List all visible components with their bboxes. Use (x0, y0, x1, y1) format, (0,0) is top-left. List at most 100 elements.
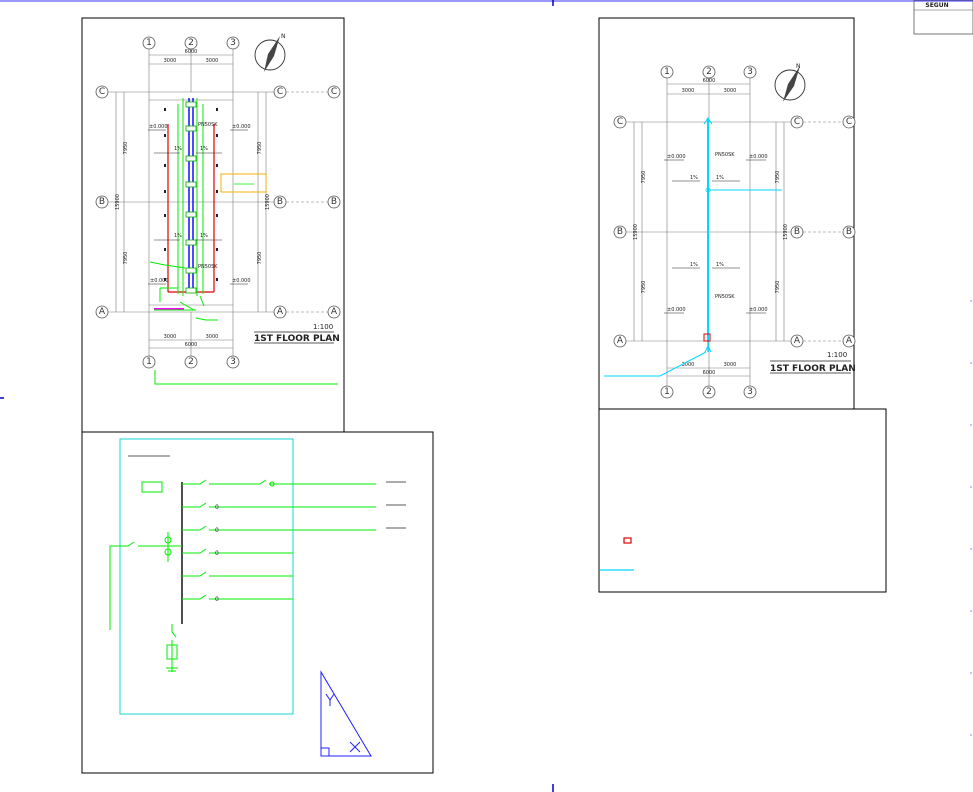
right-dim-top-1: 3000 (682, 88, 695, 94)
right-slope-3: 1% (690, 262, 698, 268)
right-axis-c-right: C (794, 117, 800, 127)
right-axis-1-top: 1 (664, 67, 670, 77)
left-dim-right-total: 15900 (265, 194, 271, 210)
left-dim-right-2: 7950 (257, 252, 263, 265)
right-axis-b-left: B (617, 227, 623, 237)
right-axis-c-far: C (846, 117, 852, 127)
right-pipe-label-2: PN50SK (715, 294, 735, 300)
right-dim-bottom-2: 3000 (724, 362, 737, 368)
left-axis-b-left: B (99, 197, 105, 207)
valve-mark-2: 0 (215, 527, 219, 534)
right-axis-3-top: 3 (747, 67, 753, 77)
left-plan-title: 1:100 1ST FLOOR PLAN (254, 323, 340, 344)
right-slope-2: 1% (716, 175, 724, 181)
left-col-axes-bottom: 1 2 3 (142, 355, 240, 369)
right-plan-scale: 1:100 (827, 351, 847, 359)
left-green-pipes (149, 98, 338, 385)
right-grid (626, 78, 843, 386)
right-dim-top-2: 3000 (724, 88, 737, 94)
right-axis-1-bottom: 1 (664, 387, 670, 397)
right-row-axes: C B A C B A C B A (613, 115, 856, 348)
left-axis-c-far: C (331, 87, 337, 97)
left-level-1: ±0.000 (149, 124, 168, 130)
valve-mark-3: 0 (215, 550, 219, 557)
right-axis-2-bottom: 2 (706, 387, 712, 397)
left-level-4: ±0.000 (232, 278, 251, 284)
right-axis-b-far: B (846, 227, 852, 237)
schematic-leader-marks (386, 481, 406, 529)
right-axis-b-right: B (794, 227, 800, 237)
right-cyan-pipe (604, 117, 782, 377)
left-dim-left-2: 7950 (123, 252, 129, 265)
left-schematic-sheet: 0 0 0 0 Y X (81, 431, 434, 774)
left-dim-left-1: 7950 (123, 142, 129, 155)
left-dim-bottom-1: 3000 (164, 334, 177, 340)
left-axis-1-bottom: 1 (146, 357, 152, 367)
right-annotations: ±0.000 ±0.000 ±0.000 ±0.000 1% 1% 1% 1% … (664, 152, 768, 314)
title-block: SEGUN (913, 0, 973, 35)
left-fittings (185, 101, 197, 294)
right-dim-top-total: 6000 (703, 78, 716, 84)
left-dim-bottom-total: 6000 (185, 342, 198, 348)
left-dim-top-1: 3000 (164, 58, 177, 64)
left-pipe-label-1: PN50SK (198, 122, 218, 128)
left-dim-bottom-2: 3000 (206, 334, 219, 340)
left-slope-3: 1% (174, 233, 182, 239)
left-dim-top-total: 6000 (185, 49, 198, 55)
right-dim-right-total: 15900 (783, 224, 789, 240)
right-red-marker (703, 333, 711, 342)
right-legend-sheet (598, 408, 887, 593)
left-axis-2-top: 2 (188, 38, 194, 48)
left-dim-left-total: 15900 (115, 194, 121, 210)
valve-mark-4: 0 (215, 596, 219, 603)
left-grid (108, 49, 328, 356)
left-axis-b-right: B (277, 197, 283, 207)
right-dim-text: 6000 3000 3000 3000 3000 6000 7950 7950 … (633, 78, 789, 376)
right-axis-a-far: A (846, 336, 853, 346)
left-pipe-label-2: PN50SK (198, 264, 218, 270)
right-pipe-label-1: PN50SK (715, 152, 735, 158)
left-slope-4: 1% (200, 233, 208, 239)
left-north-letter: N (281, 33, 286, 40)
left-dim-right-1: 7950 (257, 142, 263, 155)
left-level-2: ±0.000 (232, 124, 251, 130)
schematic-branches (109, 479, 376, 672)
right-plan-title-text: 1ST FLOOR PLAN (770, 364, 856, 374)
left-axis-2-bottom: 2 (188, 357, 194, 367)
title-block-mark: SEGUN (925, 2, 948, 9)
right-dim-left-2: 7950 (641, 281, 647, 294)
left-plan-sheet: 1 2 3 1 2 3 C B A C B (81, 17, 345, 433)
right-plan-sheet: 1 2 3 1 2 3 C B A C B A (598, 17, 856, 410)
right-plan-title: 1:100 1ST FLOOR PLAN (770, 351, 856, 374)
left-axis-a-left: A (99, 307, 106, 317)
left-level-3: ±0.000 (150, 278, 169, 284)
right-slope-1: 1% (690, 175, 698, 181)
left-axis-3-bottom: 3 (230, 357, 236, 367)
left-plan-title-text: 1ST FLOOR PLAN (254, 334, 340, 344)
left-dim-top-2: 3000 (206, 58, 219, 64)
axis-triangle: Y X (320, 670, 372, 757)
right-dim-right-2: 7950 (775, 281, 781, 294)
right-dim-bottom-total: 6000 (703, 370, 716, 376)
left-plan-scale: 1:100 (313, 323, 333, 331)
legend-red-symbol (623, 537, 632, 544)
left-north-arrow: N (254, 33, 286, 72)
left-slope-2: 1% (200, 146, 208, 152)
right-north-arrow: N (774, 63, 806, 102)
right-level-2: ±0.000 (749, 154, 768, 160)
left-dim-text: 6000 3000 3000 3000 3000 6000 7950 7950 … (115, 49, 271, 348)
left-axis-c-right: C (277, 87, 283, 97)
right-axis-3-bottom: 3 (747, 387, 753, 397)
right-axis-a-right: A (794, 336, 801, 346)
right-dim-bottom-1: 3000 (682, 362, 695, 368)
left-axis-1-top: 1 (146, 38, 152, 48)
left-annotations: ±0.000 ±0.000 ±0.000 ±0.000 1% 1% 1% 1% … (148, 122, 251, 285)
left-axis-b-far: B (331, 197, 337, 207)
left-axis-3-top: 3 (230, 38, 236, 48)
right-axis-2-top: 2 (706, 67, 712, 77)
right-col-axes-bottom: 1 2 3 (660, 385, 757, 399)
right-level-4: ±0.000 (749, 307, 768, 313)
right-dim-left-1: 7950 (641, 171, 647, 184)
